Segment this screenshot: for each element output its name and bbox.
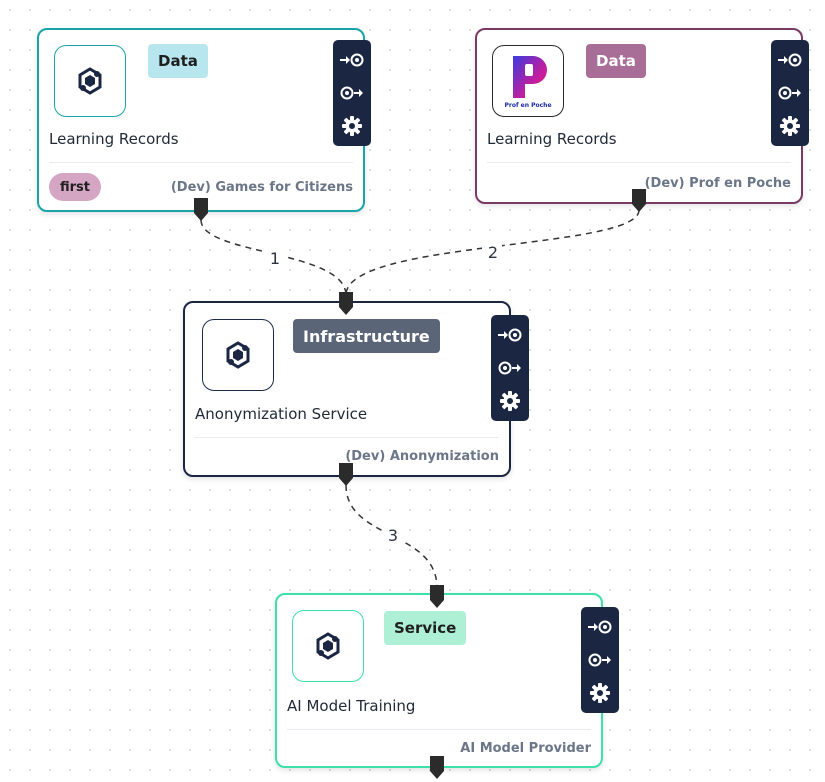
divider <box>49 162 353 163</box>
edge-3-label: 3 <box>388 526 398 545</box>
badge-first: first <box>49 173 101 201</box>
node-games-for-citizens[interactable]: Data Learning Records first (Dev) Games … <box>37 28 371 212</box>
node-toolbar <box>491 315 529 421</box>
input-gear-icon[interactable] <box>496 321 524 349</box>
node-ai-model-training[interactable]: Service AI Model Training AI Model Provi… <box>275 593 619 768</box>
input-handle-ai-training[interactable] <box>429 585 445 611</box>
node-prof-en-poche[interactable]: Prof en Poche Data Learning Records (Dev… <box>475 28 809 204</box>
settings-gear-icon[interactable] <box>338 112 366 140</box>
service-tag: Service <box>384 611 467 645</box>
logo-caption: Prof en Poche <box>504 101 552 109</box>
node-title: Learning Records <box>487 130 617 148</box>
node-toolbar <box>333 40 371 146</box>
node-subtitle: AI Model Provider <box>460 741 591 756</box>
node-title: Learning Records <box>49 130 179 148</box>
divider <box>287 729 591 730</box>
data-tag: Data <box>148 44 208 78</box>
edge-1-line[interactable] <box>200 219 347 296</box>
edge-1-label: 1 <box>270 249 280 268</box>
hexagon-logo-icon <box>202 319 274 391</box>
output-handle-ai-training[interactable] <box>429 756 445 782</box>
hexagon-logo-icon <box>292 610 364 682</box>
output-gear-icon[interactable] <box>496 354 524 382</box>
node-subtitle: (Dev) Prof en Poche <box>644 176 791 191</box>
input-gear-icon[interactable] <box>338 46 366 74</box>
input-gear-icon[interactable] <box>776 46 804 74</box>
node-subtitle: (Dev) Games for Citizens <box>170 180 353 195</box>
edge-2-label: 2 <box>488 243 498 262</box>
output-handle-anonymization[interactable] <box>338 463 354 489</box>
node-anonymization[interactable]: Infrastructure Anonymization Service (De… <box>183 301 529 477</box>
settings-gear-icon[interactable] <box>496 387 524 415</box>
node-toolbar <box>771 40 809 146</box>
input-gear-icon[interactable] <box>586 613 614 641</box>
node-title: Anonymization Service <box>195 405 368 423</box>
node-toolbar <box>581 607 619 713</box>
output-gear-icon[interactable] <box>586 646 614 674</box>
output-handle-prof[interactable] <box>631 189 647 215</box>
settings-gear-icon[interactable] <box>776 112 804 140</box>
output-gear-icon[interactable] <box>776 79 804 107</box>
prof-en-poche-logo: Prof en Poche <box>492 45 564 117</box>
divider <box>487 162 791 163</box>
input-handle-anonymization[interactable] <box>338 292 354 318</box>
output-gear-icon[interactable] <box>338 79 366 107</box>
settings-gear-icon[interactable] <box>586 679 614 707</box>
data-tag: Data <box>586 44 646 78</box>
divider <box>195 437 499 438</box>
hexagon-logo-icon <box>54 45 126 117</box>
node-subtitle: (Dev) Anonymization <box>345 449 499 464</box>
output-handle-games[interactable] <box>193 198 209 224</box>
node-title: AI Model Training <box>287 697 416 715</box>
infrastructure-tag: Infrastructure <box>293 319 440 353</box>
